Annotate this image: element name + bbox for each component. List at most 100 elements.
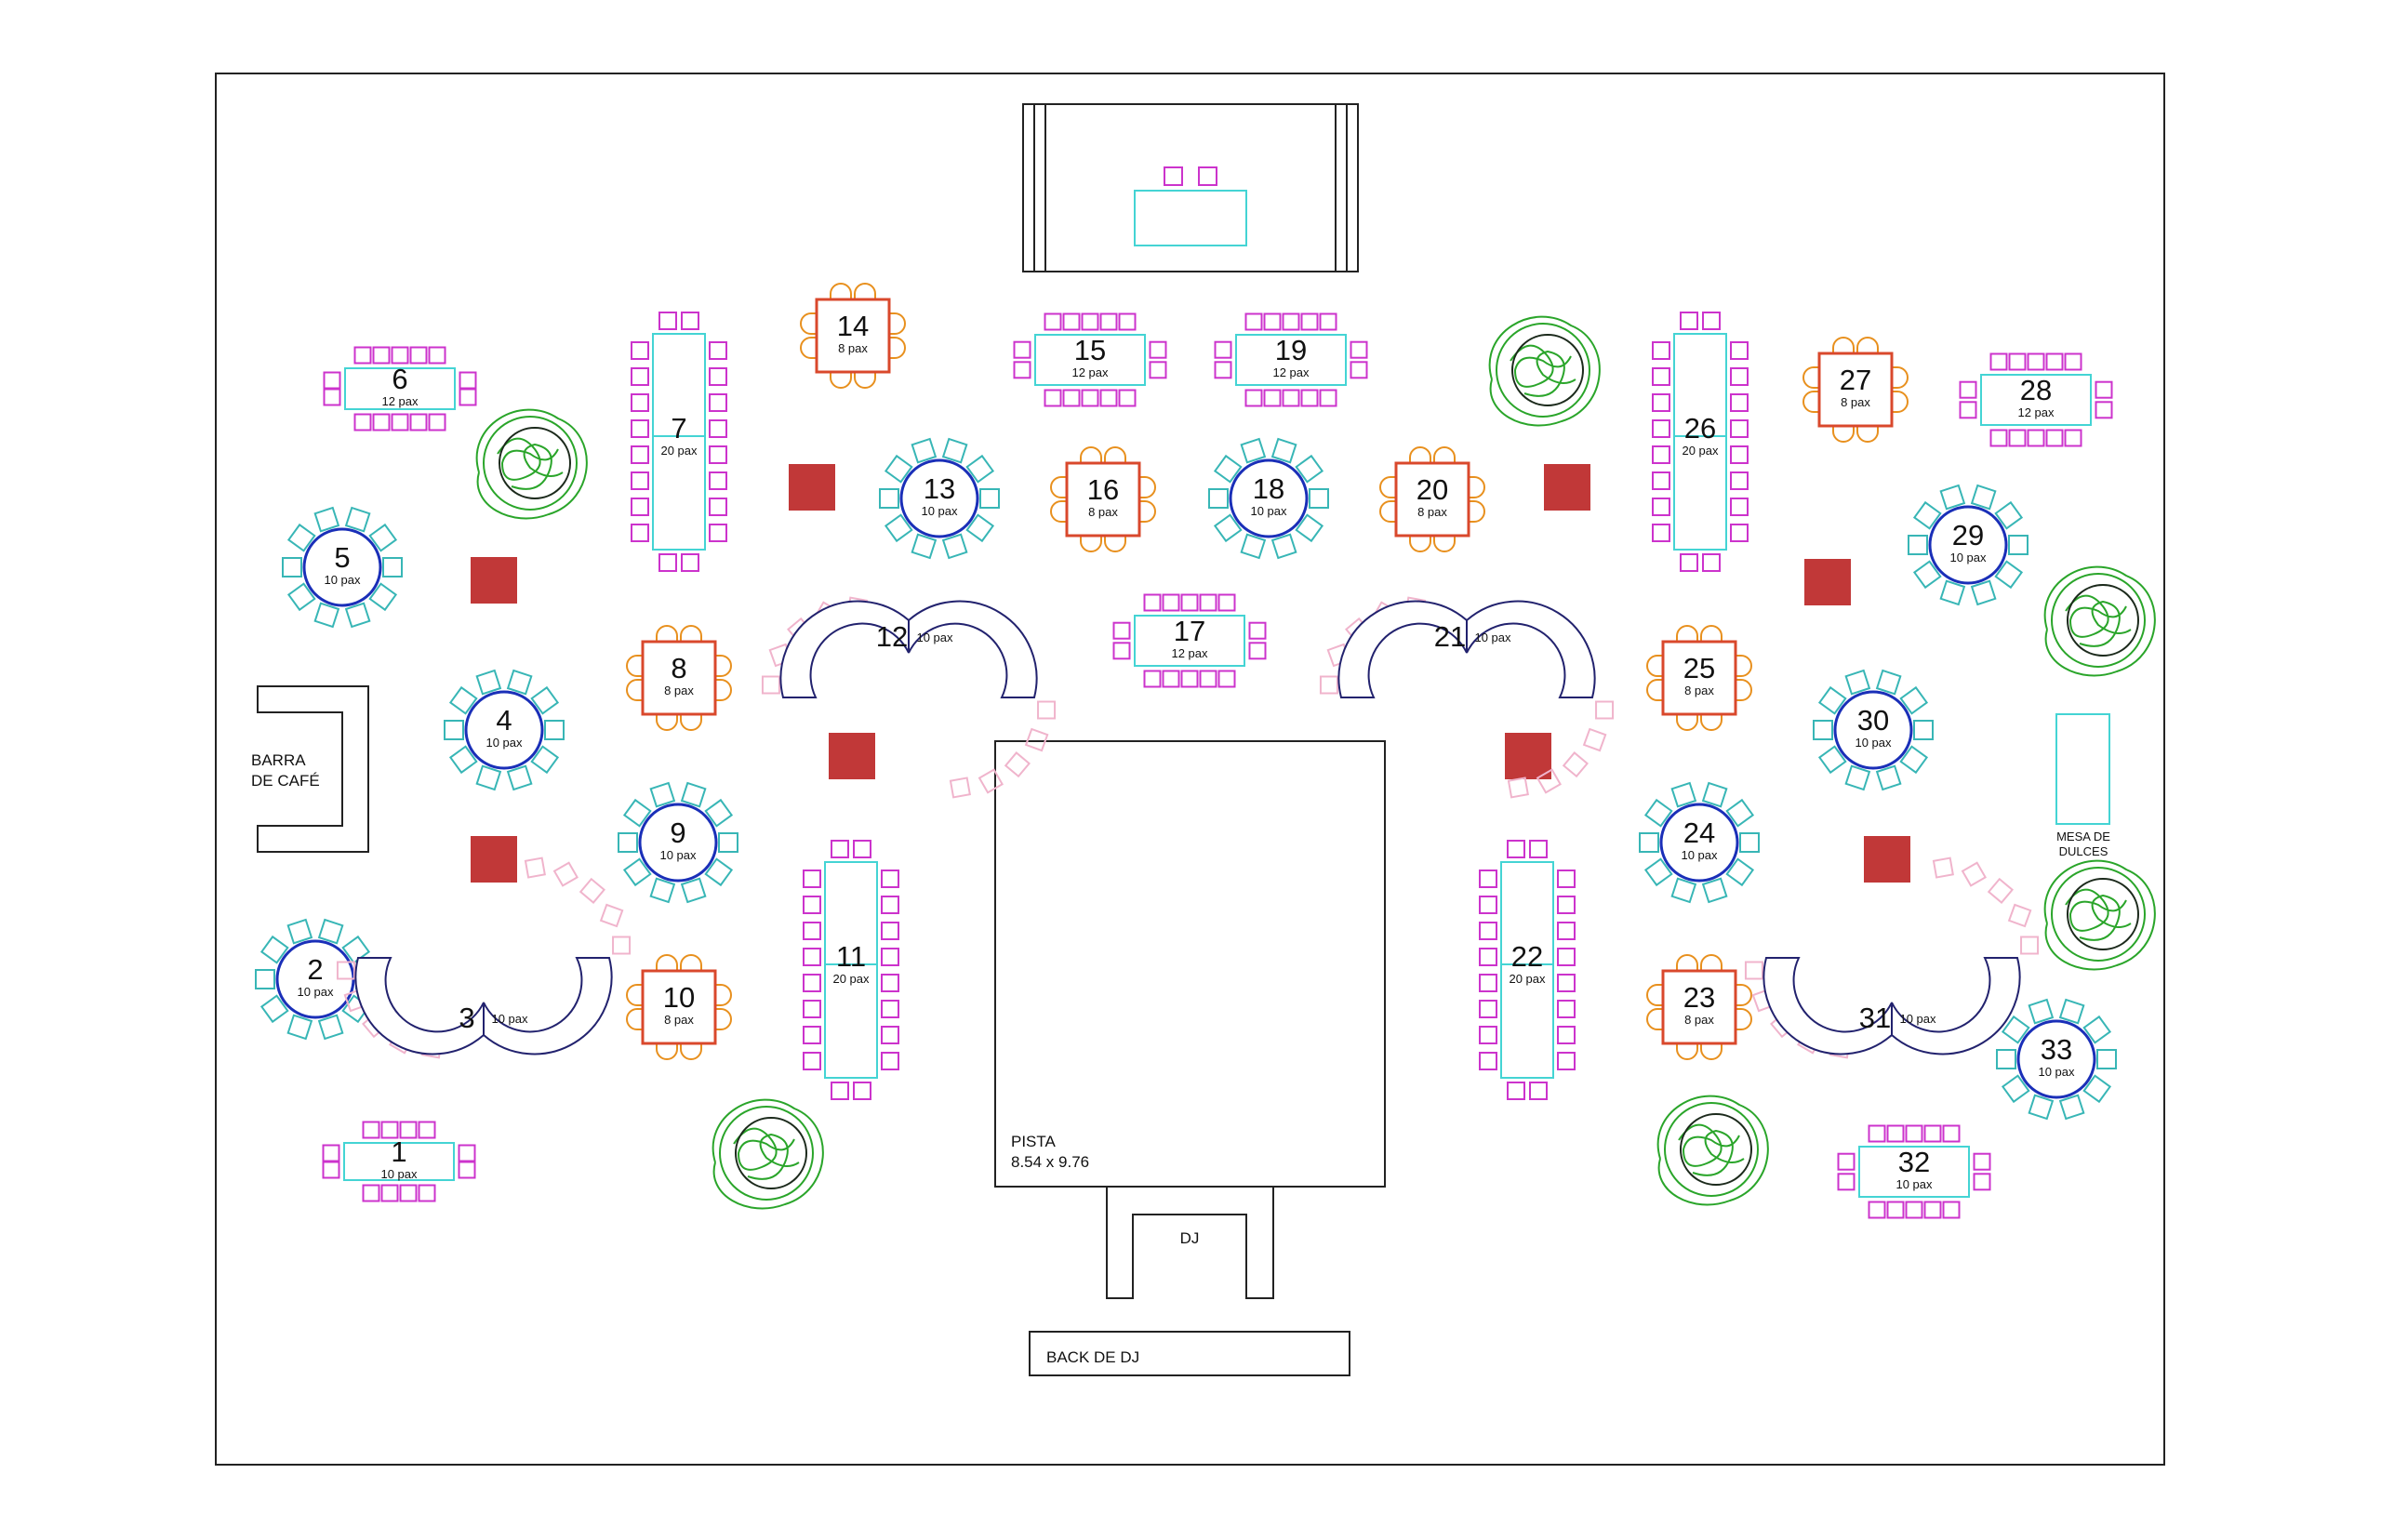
table-top <box>302 527 382 607</box>
chair <box>323 371 341 390</box>
table-14[interactable]: 148 pax <box>800 283 906 389</box>
chair <box>2008 429 2027 447</box>
chair <box>1557 948 1576 966</box>
chair <box>1724 655 1752 677</box>
chair <box>1802 391 1830 413</box>
chair <box>2045 429 2064 447</box>
table-number: 22 <box>1511 940 1543 973</box>
chair <box>656 703 678 731</box>
table-6[interactable]: 612 pax <box>323 346 477 431</box>
chair <box>1813 720 1833 740</box>
chair <box>709 471 727 490</box>
chair <box>1939 579 1966 606</box>
chair <box>1652 393 1670 412</box>
table-4[interactable]: 410 pax <box>444 669 565 791</box>
table-16[interactable]: 168 pax <box>1050 446 1156 552</box>
table-25[interactable]: 258 pax <box>1646 625 1752 731</box>
table-number: 18 <box>1253 472 1284 505</box>
chair <box>1730 498 1749 516</box>
table-23[interactable]: 238 pax <box>1646 954 1752 1060</box>
chair <box>2064 352 2082 371</box>
table-top <box>483 957 613 1055</box>
table-top <box>344 367 456 410</box>
chair <box>1529 840 1548 858</box>
chair <box>704 984 732 1006</box>
chair <box>1881 391 1909 413</box>
chair <box>368 523 398 552</box>
chair <box>382 557 403 578</box>
chair <box>368 582 398 612</box>
table-number: 12 <box>876 620 908 653</box>
table-top <box>2016 1019 2096 1099</box>
chair <box>1961 861 1987 887</box>
chair <box>941 437 968 464</box>
chair <box>803 1026 821 1044</box>
chair <box>626 679 654 701</box>
table-top <box>1134 615 1245 667</box>
chair <box>544 720 565 740</box>
chair <box>475 669 502 696</box>
table-number: 26 <box>1684 412 1716 445</box>
chair <box>881 870 899 888</box>
chair <box>418 1121 436 1139</box>
chair <box>1536 768 1562 794</box>
chair <box>649 877 676 904</box>
chair <box>1149 361 1167 379</box>
chair <box>1300 312 1319 331</box>
chair <box>1899 685 1929 715</box>
head-chair <box>1198 166 1217 186</box>
chair <box>881 922 899 940</box>
table-2[interactable]: 210 pax <box>255 918 376 1041</box>
dj-backdrop: BACK DE DJ <box>1029 1331 1350 1376</box>
chair <box>709 445 727 464</box>
chair <box>2096 1049 2117 1069</box>
chair <box>1112 621 1131 640</box>
chair <box>475 764 502 791</box>
chair <box>1507 840 1525 858</box>
chair <box>1652 341 1670 360</box>
table-20[interactable]: 208 pax <box>1379 446 1485 552</box>
table-27[interactable]: 278 pax <box>1802 337 1909 443</box>
chair <box>2082 1015 2112 1044</box>
table-7[interactable]: 720 pax <box>631 312 727 572</box>
table-10[interactable]: 108 pax <box>626 954 732 1060</box>
chair <box>803 974 821 992</box>
table-1[interactable]: 110 pax <box>322 1121 476 1202</box>
column <box>789 464 835 511</box>
chair <box>1832 337 1855 365</box>
chair <box>1319 312 1337 331</box>
table-number: 25 <box>1683 652 1715 684</box>
table-8[interactable]: 88 pax <box>626 625 732 731</box>
table-5[interactable]: 510 pax <box>282 506 403 629</box>
chair <box>1700 703 1723 731</box>
chair <box>344 602 371 629</box>
table-number: 5 <box>334 541 350 574</box>
chair <box>1081 312 1099 331</box>
chair <box>313 506 340 533</box>
table-9[interactable]: 910 pax <box>618 781 738 904</box>
chair <box>2045 352 2064 371</box>
chair <box>1725 798 1755 828</box>
chair <box>1652 367 1670 386</box>
chair <box>1730 445 1749 464</box>
chair <box>1676 954 1698 982</box>
